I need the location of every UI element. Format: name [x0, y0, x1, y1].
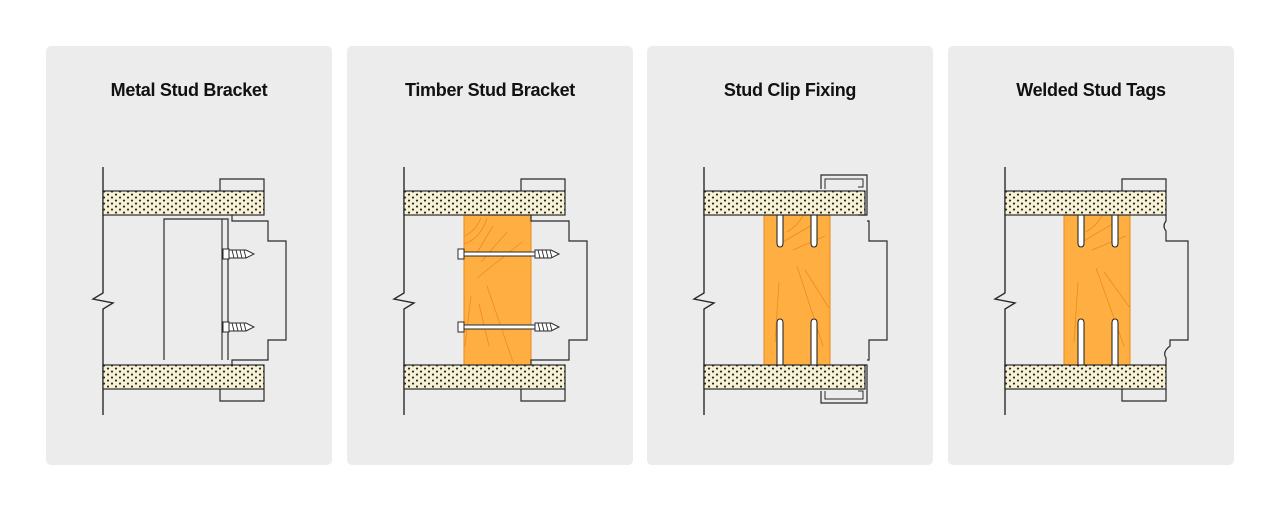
bracket-profile [231, 215, 287, 365]
wall-break-line [392, 167, 416, 415]
wall-break-line [692, 167, 716, 415]
metal-stud-bracket-diagram [91, 167, 287, 415]
screw-icon [222, 321, 256, 333]
bracket-profile [530, 215, 588, 365]
welded-stud-tags-diagram [993, 167, 1189, 415]
card-timber-stud-bracket: Timber Stud Bracket [347, 46, 633, 465]
wall-break-line [91, 167, 115, 415]
bottom-channel [219, 389, 265, 402]
top-channel [219, 178, 265, 191]
timber-grain [774, 215, 830, 347]
bottom-clip-channel [820, 364, 868, 404]
timber-stud [463, 214, 532, 366]
screw-icon [457, 248, 561, 260]
timber-stud [1063, 214, 1131, 366]
screw-icon [457, 321, 561, 333]
top-channel [520, 178, 566, 191]
stud-clip-fixing-diagram [692, 167, 888, 415]
bracket-profile [867, 220, 888, 361]
card-title: Welded Stud Tags [1016, 80, 1166, 100]
top-channel [1121, 178, 1167, 191]
card-title: Timber Stud Bracket [404, 80, 576, 100]
bottom-channel [520, 389, 566, 402]
screw-icon [222, 248, 256, 260]
card-title: Metal Stud Bracket [110, 80, 268, 100]
timber-stud [763, 214, 831, 366]
metal-stud [163, 218, 229, 360]
timber-grain [463, 217, 523, 363]
welded-tags-top [1077, 215, 1119, 248]
top-clip-channel [820, 174, 868, 216]
timber-stud-bracket-diagram [392, 167, 588, 415]
wall-break-line [993, 167, 1017, 415]
card-welded-stud-tags: Welded Stud Tags [948, 46, 1234, 465]
bottom-channel [1121, 389, 1167, 402]
clip-slots-bottom [776, 318, 818, 365]
clip-slots-top [776, 215, 818, 248]
timber-grain [1073, 215, 1131, 347]
welded-tags-bottom [1077, 318, 1119, 365]
bracket-profile [1163, 215, 1189, 365]
card-title: Stud Clip Fixing [723, 80, 857, 100]
card-metal-stud-bracket: Metal Stud Bracket [46, 46, 332, 465]
card-stud-clip-fixing: Stud Clip Fixing [647, 46, 933, 465]
